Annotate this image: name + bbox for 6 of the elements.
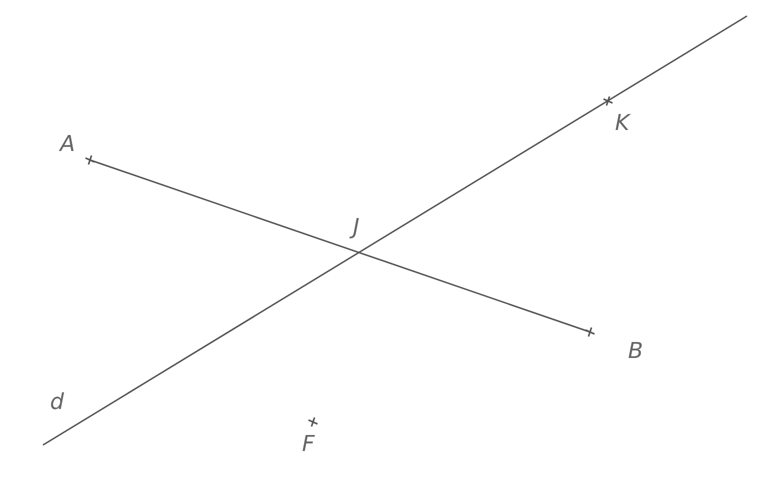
line-segment xyxy=(90,159,590,333)
point-label: K xyxy=(615,112,630,136)
point-label: A xyxy=(60,133,76,157)
line-label: d xyxy=(50,391,64,415)
point-label: B xyxy=(628,340,644,364)
point-label: F xyxy=(302,433,315,457)
